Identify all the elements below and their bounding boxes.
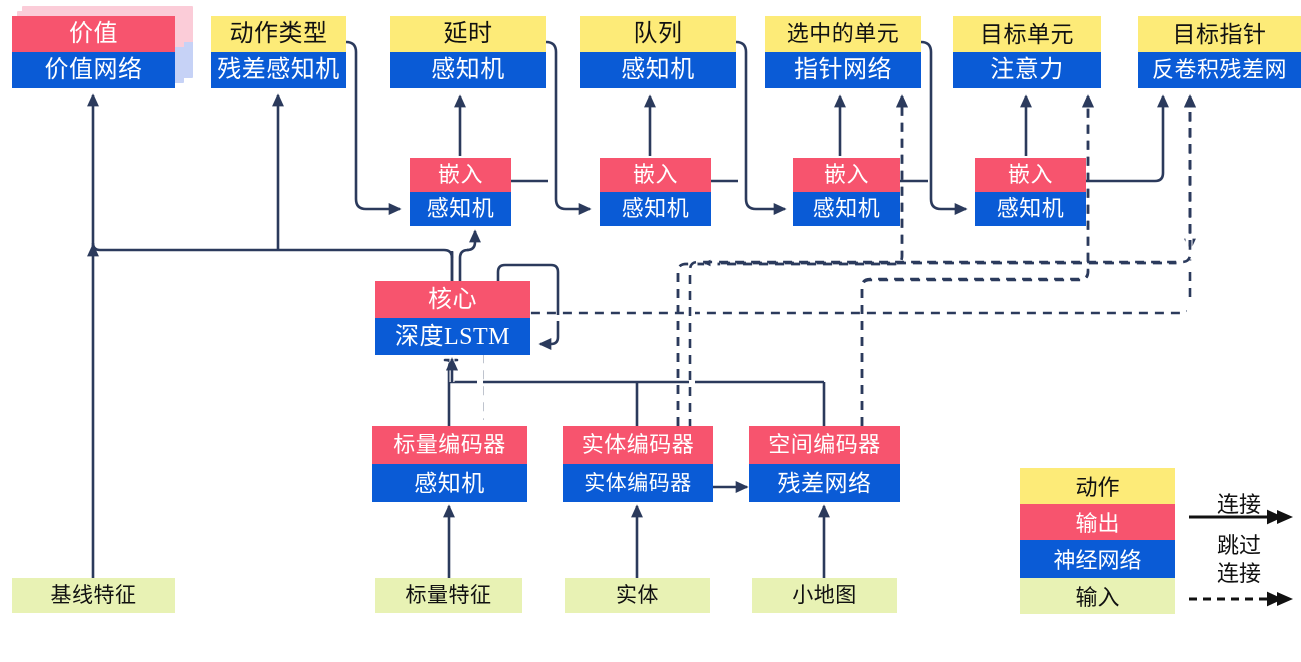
node-embedding-1-output: 嵌入 [410, 158, 511, 192]
legend-skip-label-line2: 连接 [1216, 561, 1261, 586]
node-input-baseline-features-label: 基线特征 [12, 578, 175, 613]
node-input-minimap[interactable]: 小地图 [752, 578, 897, 613]
node-spatial-encoder-output: 空间编码器 [749, 426, 900, 464]
legend-skip-label-line1: 跳过 [1216, 533, 1261, 558]
node-selected-units[interactable]: 选中的单元 指针网络 [765, 16, 921, 88]
node-input-baseline-features[interactable]: 基线特征 [12, 578, 175, 613]
node-embedding-2-output: 嵌入 [600, 158, 711, 192]
node-spatial-encoder[interactable]: 空间编码器 残差网络 [749, 426, 900, 502]
legend-swatches: 动作 输出 神经网络 输入 [1020, 468, 1175, 614]
node-target-unit-action: 目标单元 [953, 16, 1101, 52]
node-target-unit-network: 注意力 [953, 52, 1101, 88]
node-target-unit[interactable]: 目标单元 注意力 [953, 16, 1101, 88]
node-target-point-network: 反卷积残差网 [1138, 52, 1301, 88]
node-target-point[interactable]: 目标指针 反卷积残差网 [1138, 16, 1301, 88]
legend-arrow-samples [1189, 509, 1293, 607]
node-scalar-encoder[interactable]: 标量编码器 感知机 [372, 426, 527, 502]
node-target-point-action: 目标指针 [1138, 16, 1301, 52]
node-action-type-action: 动作类型 [211, 16, 346, 52]
node-embedding-3-network: 感知机 [793, 192, 900, 226]
node-queue-action: 队列 [580, 16, 736, 52]
node-embedding-4[interactable]: 嵌入 感知机 [975, 158, 1086, 226]
legend-swatch-network: 神经网络 [1020, 540, 1175, 578]
legend-connection-label: 连接 [1216, 492, 1261, 517]
node-entity-encoder-network: 实体编码器 [563, 464, 713, 502]
node-embedding-1[interactable]: 嵌入 感知机 [410, 158, 511, 226]
node-queue-network: 感知机 [580, 52, 736, 88]
node-input-entities[interactable]: 实体 [565, 578, 710, 613]
node-spatial-encoder-network: 残差网络 [749, 464, 900, 502]
node-core[interactable]: 核心 深度LSTM [375, 281, 530, 355]
node-embedding-4-network: 感知机 [975, 192, 1086, 226]
node-selected-units-network: 指针网络 [765, 52, 921, 88]
node-scalar-encoder-network: 感知机 [372, 464, 527, 502]
node-input-minimap-label: 小地图 [752, 578, 897, 613]
node-embedding-3[interactable]: 嵌入 感知机 [793, 158, 900, 226]
node-embedding-2[interactable]: 嵌入 感知机 [600, 158, 711, 226]
node-input-scalar-features[interactable]: 标量特征 [375, 578, 522, 613]
node-value-network: 价值网络 [12, 52, 175, 88]
node-delay-action: 延时 [390, 16, 546, 52]
node-delay[interactable]: 延时 感知机 [390, 16, 546, 88]
node-scalar-encoder-output: 标量编码器 [372, 426, 527, 464]
node-embedding-1-network: 感知机 [410, 192, 511, 226]
node-embedding-4-output: 嵌入 [975, 158, 1086, 192]
node-selected-units-action: 选中的单元 [765, 16, 921, 52]
node-embedding-3-output: 嵌入 [793, 158, 900, 192]
legend-swatch-output: 输出 [1020, 504, 1175, 540]
node-value-output: 价值 [12, 16, 175, 52]
legend-swatch-input: 输入 [1020, 578, 1175, 614]
legend-swatch-action: 动作 [1020, 468, 1175, 504]
node-action-type[interactable]: 动作类型 残差感知机 [211, 16, 346, 88]
node-embedding-2-network: 感知机 [600, 192, 711, 226]
node-entity-encoder[interactable]: 实体编码器 实体编码器 [563, 426, 713, 502]
node-queue[interactable]: 队列 感知机 [580, 16, 736, 88]
node-delay-network: 感知机 [390, 52, 546, 88]
node-input-entities-label: 实体 [565, 578, 710, 613]
node-input-scalar-features-label: 标量特征 [375, 578, 522, 613]
node-entity-encoder-output: 实体编码器 [563, 426, 713, 464]
node-core-output: 核心 [375, 281, 530, 318]
node-action-type-network: 残差感知机 [211, 52, 346, 88]
node-core-network: 深度LSTM [375, 318, 530, 355]
node-value[interactable]: 价值 价值网络 [12, 6, 193, 88]
